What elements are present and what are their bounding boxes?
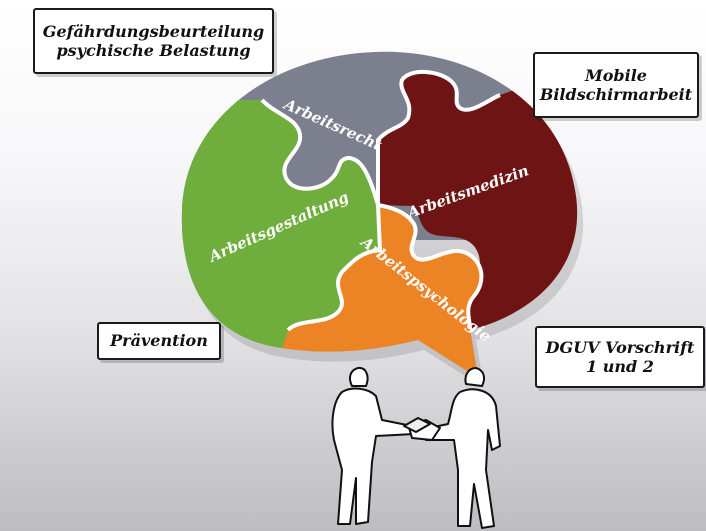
left-person-head bbox=[349, 366, 369, 387]
box-mobile-line2: Bildschirmarbeit bbox=[539, 85, 693, 104]
box-praevention: Prävention bbox=[97, 322, 221, 360]
box-dguv-line2: 1 und 2 bbox=[586, 357, 654, 376]
puzzle-bubble bbox=[181, 51, 578, 379]
right-person-head bbox=[464, 367, 485, 387]
handshake-document bbox=[403, 417, 431, 433]
box-dguv-vorschrift: DGUV Vorschrift 1 und 2 bbox=[535, 326, 705, 388]
box-gefaehrdungsbeurteilung: Gefährdungsbeurteilung psychische Belast… bbox=[33, 8, 274, 74]
box-mobile-bildschirmarbeit: Mobile Bildschirmarbeit bbox=[533, 52, 699, 118]
puzzle-seams bbox=[260, 70, 501, 332]
speech-bubble-tail bbox=[418, 328, 478, 378]
box-dguv-line1: DGUV Vorschrift bbox=[545, 337, 695, 357]
box-mobile-line1: Mobile bbox=[585, 65, 647, 85]
left-person-body bbox=[331, 387, 415, 525]
box-gefaehrdungsbeurteilung-line1: Gefährdungsbeurteilung bbox=[42, 21, 265, 41]
box-praevention-line1: Prävention bbox=[110, 331, 208, 351]
handshake-illustration bbox=[331, 366, 501, 529]
box-gefaehrdungsbeurteilung-line2: psychische Belastung bbox=[56, 41, 251, 60]
right-person-body bbox=[419, 388, 501, 529]
